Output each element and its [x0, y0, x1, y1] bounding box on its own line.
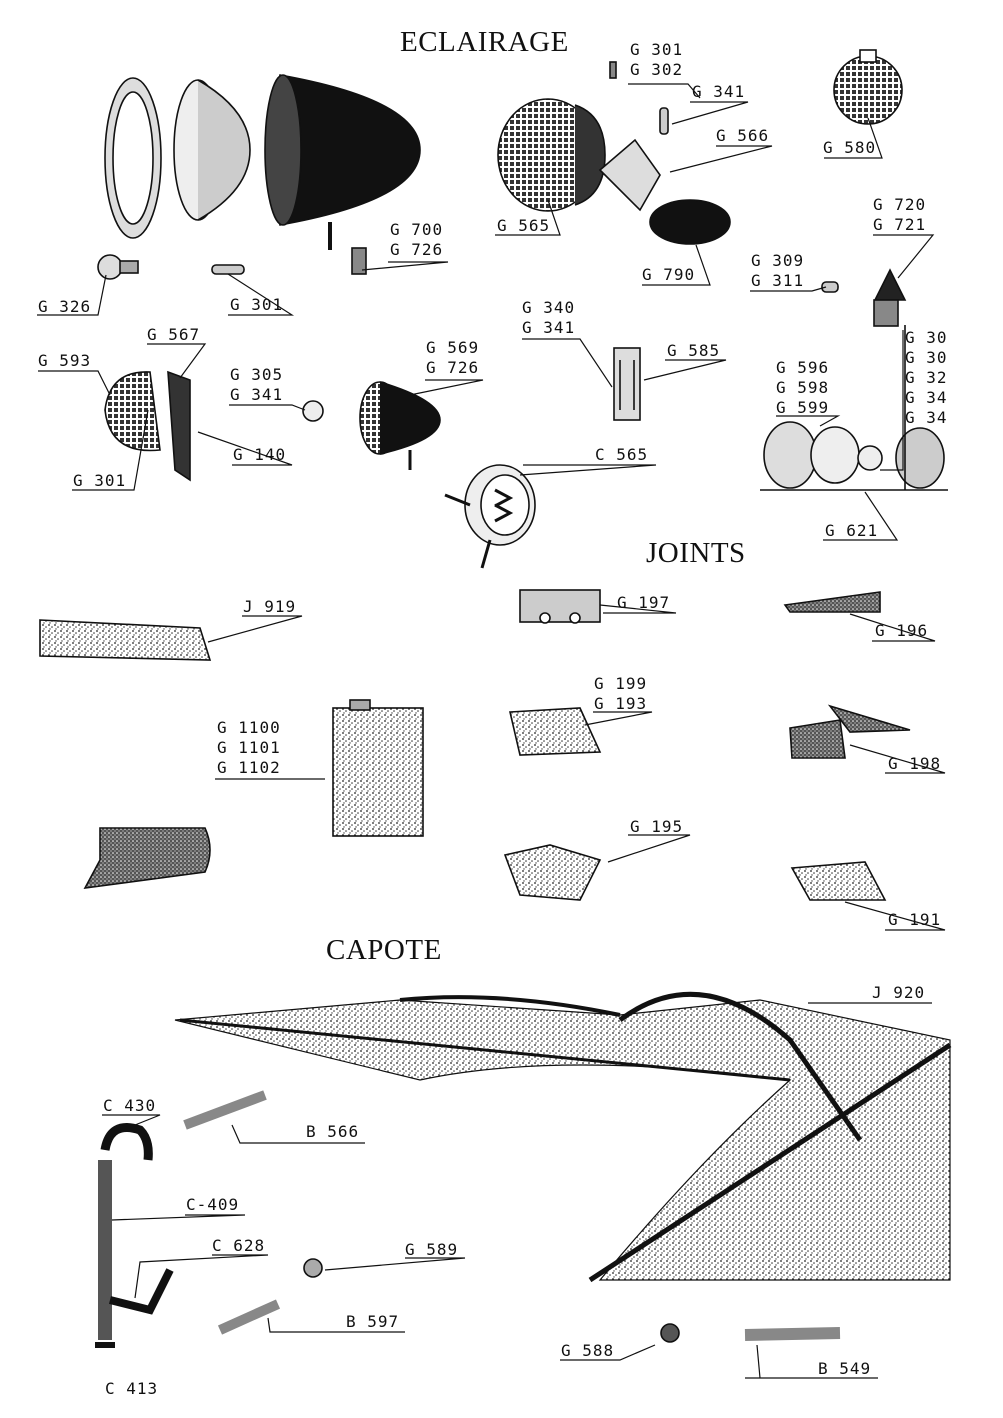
part-number: G 726 — [390, 240, 444, 259]
section-heading-capote: CAPOTE — [326, 934, 442, 966]
part-label-c409: C-409 — [186, 1195, 240, 1214]
part-label-g596-g599: G 596 G 598 G 599 — [776, 358, 829, 418]
part-number: G 302 — [630, 60, 684, 79]
part-label-g621: G 621 — [825, 521, 879, 540]
part-label-g301: G 301 — [230, 295, 284, 314]
part-label-j920: J 920 — [872, 983, 926, 1002]
part-label-b566: B 566 — [306, 1122, 360, 1141]
part-number: G 726 — [426, 358, 480, 377]
part-number: G 598 — [776, 378, 830, 397]
part-label-g566: G 566 — [716, 126, 770, 145]
part-number: G 341 — [230, 385, 284, 404]
part-label-g790: G 790 — [642, 265, 696, 284]
part-label-g301-lower: G 301 — [73, 471, 127, 490]
part-label-g565: G 565 — [497, 216, 551, 235]
part-number: G 720 — [873, 195, 927, 214]
hood-frame-illustration — [174, 991, 952, 1283]
part-label-c628: C 628 — [212, 1236, 266, 1255]
part-number: G 30 — [905, 348, 948, 367]
leader-lines — [37, 83, 946, 1379]
gasket-roll-dark-illustration — [83, 827, 211, 889]
headlamp-reflector-illustration — [173, 79, 251, 221]
part-label-g197: G 197 — [617, 593, 671, 612]
part-label-g593: G 593 — [38, 351, 92, 370]
part-number: G 596 — [776, 358, 830, 377]
part-label-g196: G 196 — [875, 621, 929, 640]
part-label-g585: G 585 — [667, 341, 721, 360]
part-label-b597: B 597 — [346, 1312, 400, 1331]
badge-lamp-illustration — [444, 464, 536, 569]
part-label-c565: C 565 — [595, 445, 649, 464]
part-label-g199-g193: G 199 G 193 — [594, 674, 647, 714]
section-heading-joints: JOINTS — [646, 537, 746, 569]
part-label-g580: G 580 — [823, 138, 877, 157]
spot-lamp-illustration — [359, 381, 441, 470]
tail-lamp-illustration — [104, 370, 191, 482]
headlamp-body-illustration — [264, 74, 421, 250]
bolt-illustration — [183, 1090, 841, 1343]
part-label-c430: C 430 — [103, 1096, 157, 1115]
part-number: G 569 — [426, 338, 480, 357]
part-number: G 34 — [905, 408, 948, 427]
part-label-g326: G 326 — [38, 297, 92, 316]
part-number: G 1102 — [217, 758, 281, 777]
part-label-g140: G 140 — [233, 445, 287, 464]
headlamp-rim-illustration — [104, 77, 162, 239]
part-label-g198: G 198 — [888, 754, 942, 773]
part-label-g588: G 588 — [561, 1341, 615, 1360]
part-number: G 1100 — [217, 718, 281, 737]
part-number: G 599 — [776, 398, 830, 417]
part-number: G 193 — [594, 694, 648, 713]
part-label-g309-g311: G 309 G 311 — [751, 251, 804, 291]
part-label-g341: G 341 — [692, 82, 746, 101]
part-label-g305-g341: G 305 G 341 — [230, 365, 283, 405]
part-number: G 32 — [905, 368, 948, 387]
part-number: G 1101 — [217, 738, 281, 757]
part-label-g195: G 195 — [630, 817, 684, 836]
section-heading-eclairage: ECLAIRAGE — [400, 26, 569, 58]
part-number: G 199 — [594, 674, 648, 693]
part-label-g191: G 191 — [888, 910, 942, 929]
part-label-j919: J 919 — [243, 597, 297, 616]
part-label-g569-g726: G 569 G 726 — [426, 338, 479, 378]
part-label-g589: G 589 — [405, 1240, 459, 1259]
part-label-g700-g726: G 700 G 726 — [390, 220, 443, 260]
reflector-illustration — [833, 49, 903, 125]
part-number: G 721 — [873, 215, 927, 234]
part-number: G 340 — [522, 298, 576, 317]
part-number: G 30 — [905, 328, 948, 347]
part-label-g1100-g1102: G 1100 G 1101 G 1102 — [217, 718, 281, 778]
horn-illustration — [497, 98, 731, 245]
part-label-g567: G 567 — [147, 325, 201, 344]
part-label-c413: C 413 — [105, 1379, 159, 1398]
fuse-box-illustration — [613, 347, 641, 421]
gasket-sheet-illustration — [503, 591, 911, 901]
gasket-roll-illustration — [39, 619, 212, 661]
part-number: G 311 — [751, 271, 805, 290]
part-label-b549: B 549 — [818, 1359, 872, 1378]
part-number: G 305 — [230, 365, 284, 384]
hinge-gasket-illustration — [519, 589, 601, 624]
part-label-g720-g721: G 720 G 721 — [873, 195, 926, 235]
socket-lamp-illustration — [873, 268, 907, 327]
part-number: G 341 — [522, 318, 576, 337]
hood-bracket-illustration — [95, 1123, 174, 1348]
part-label-g340-g341: G 340 G 341 — [522, 298, 575, 338]
part-number: G 309 — [751, 251, 805, 270]
part-number: G 700 — [390, 220, 444, 239]
part-number: G 301 — [630, 40, 684, 59]
part-label-g301-g302: G 301 G 302 — [630, 40, 683, 80]
lamp-exploded-illustration — [760, 325, 948, 491]
bulb-illustration — [97, 61, 839, 422]
part-label-g30-g34: G 30 G 30 G 32 G 34 G 34 — [905, 328, 948, 428]
compound-can-illustration — [332, 699, 424, 837]
part-number: G 34 — [905, 388, 948, 407]
